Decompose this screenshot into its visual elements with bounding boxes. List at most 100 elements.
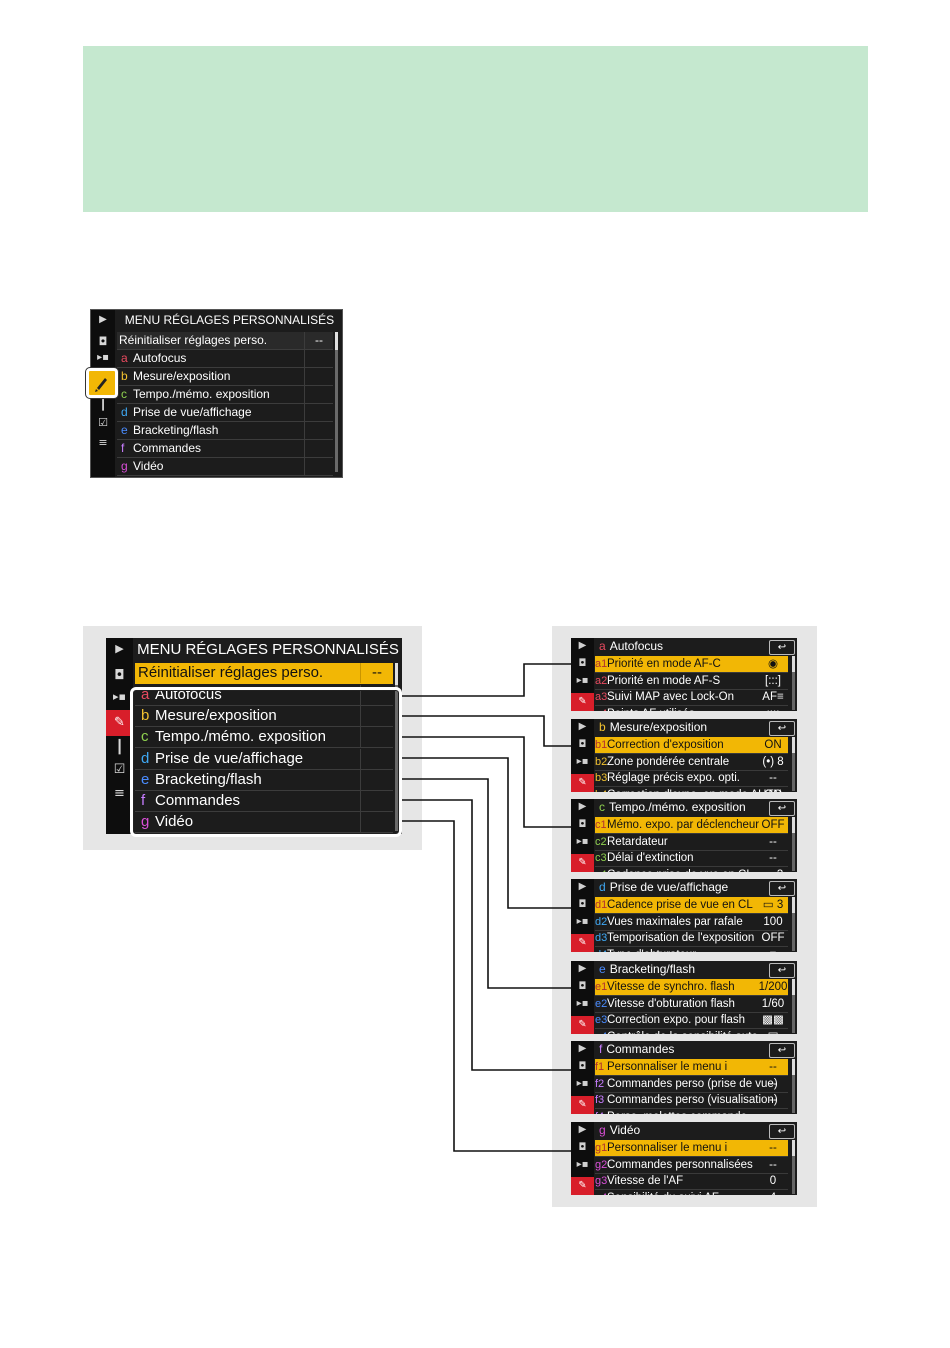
submenu-row-a2[interactable]: a2Priorité en mode AF-S[:::] — [595, 673, 788, 690]
submenu-row-c3[interactable]: c3Délai d'extinction-- — [595, 850, 788, 867]
camera-icon[interactable]: ◘ — [578, 1061, 587, 1072]
movie-icon[interactable]: ▸▪ — [576, 675, 589, 686]
submenu-row-a4[interactable]: a4Points AF utilisés:::: — [595, 706, 788, 712]
submenu-row-b3[interactable]: b3Réglage précis expo. opti.-- — [595, 770, 788, 787]
playback-icon[interactable]: ▶ — [578, 801, 587, 812]
retouch-icon-large[interactable]: ☑ — [113, 762, 126, 777]
submenu-row-b4[interactable]: b4Correction d'expo. en mode AUTOON — [595, 787, 788, 793]
back-icon[interactable]: ↩ — [769, 1124, 795, 1139]
wrench-icon[interactable]: ┃ — [99, 398, 107, 411]
playback-icon[interactable]: ▶ — [578, 881, 587, 892]
camera-icon[interactable]: ◘ — [98, 335, 108, 348]
submenu-scroll-thumb[interactable] — [792, 656, 795, 672]
submenu-row-e4[interactable]: e4Contrôle de la sensibilité auto▣ — [595, 1029, 788, 1035]
submenu-row-b2[interactable]: b2Zone pondérée centrale(•) 8 — [595, 754, 788, 771]
pencil-icon[interactable]: ✎ — [571, 854, 594, 872]
submenu-scroll-thumb[interactable] — [792, 1140, 795, 1156]
movie-icon[interactable]: ▸▪ — [576, 756, 589, 767]
movie-icon[interactable]: ▸▪ — [576, 1159, 589, 1170]
submenu-scroll-thumb[interactable] — [792, 737, 795, 753]
camera-icon[interactable]: ◘ — [578, 658, 587, 669]
movie-icon[interactable]: ▸▪ — [576, 836, 589, 847]
small-scroll-thumb[interactable] — [335, 332, 338, 350]
submenu-row-d4[interactable]: d4Type d'obturateur≡ — [595, 947, 788, 953]
submenu-row-c4[interactable]: c4Cadence prise de vue en CL▭ 3 — [595, 867, 788, 873]
pencil-icon-large[interactable]: ✎ — [106, 710, 133, 736]
submenu-row-g4[interactable]: g4Sensibilité du suivi AF4 — [595, 1190, 788, 1196]
large-reset-row[interactable]: Réinitialiser réglages perso. -- — [135, 663, 393, 684]
camera-icon[interactable]: ◘ — [578, 981, 587, 992]
back-icon[interactable]: ↩ — [769, 1043, 795, 1058]
back-icon[interactable]: ↩ — [769, 801, 795, 816]
submenu-row-c2[interactable]: c2Retardateur-- — [595, 834, 788, 851]
pencil-icon[interactable]: ✎ — [571, 1016, 594, 1034]
submenu-row-f4[interactable]: f4Perso. molettes commande-- — [595, 1109, 788, 1115]
pencil-icon[interactable]: ✎ — [571, 934, 594, 952]
back-icon[interactable]: ↩ — [769, 963, 795, 978]
movie-icon-large[interactable]: ▸▪ — [113, 690, 126, 703]
submenu-scrollbar[interactable] — [792, 897, 795, 951]
pencil-icon[interactable]: ✎ — [571, 774, 594, 792]
submenu-scrollbar[interactable] — [792, 656, 795, 710]
submenu-scroll-thumb[interactable] — [792, 979, 795, 995]
submenu-scrollbar[interactable] — [792, 1059, 795, 1113]
back-icon[interactable]: ↩ — [769, 640, 795, 655]
retouch-icon[interactable]: ☑ — [98, 416, 108, 429]
small-scrollbar[interactable] — [335, 332, 338, 472]
playback-icon[interactable]: ▶ — [578, 963, 587, 974]
pencil-icon[interactable]: ✎ — [571, 1096, 594, 1114]
back-icon[interactable]: ↩ — [769, 721, 795, 736]
wrench-icon-large[interactable]: ┃ — [115, 740, 124, 755]
playback-icon[interactable]: ▶ — [578, 640, 587, 651]
camera-icon[interactable]: ◘ — [578, 899, 587, 910]
submenu-row-a1[interactable]: a1Priorité en mode AF-C◉ — [595, 656, 788, 673]
submenu-row-e3[interactable]: e3Correction expo. pour flash▩▩ — [595, 1012, 788, 1029]
playback-icon[interactable]: ▶ — [578, 721, 587, 732]
submenu-row-g1[interactable]: g1Personnaliser le menu i-- — [595, 1140, 788, 1157]
pencil-icon[interactable] — [86, 368, 118, 398]
playback-icon[interactable]: ▶ — [578, 1124, 587, 1135]
mymenu-icon-large[interactable]: ≡ — [114, 786, 125, 801]
submenu-scroll-thumb[interactable] — [792, 897, 795, 913]
small-reset-row[interactable]: Réinitialiser réglages perso. -- — [117, 332, 333, 350]
mymenu-icon[interactable]: ≡ — [98, 436, 108, 449]
submenu-row-g2[interactable]: g2Commandes personnalisées-- — [595, 1157, 788, 1174]
submenu-scroll-thumb[interactable] — [792, 817, 795, 833]
submenu-scrollbar[interactable] — [792, 1140, 795, 1194]
large-scroll-thumb[interactable] — [395, 663, 398, 685]
submenu-scrollbar[interactable] — [792, 817, 795, 871]
movie-icon[interactable]: ▸▪ — [576, 916, 589, 927]
playback-icon-large[interactable]: ▶ — [115, 642, 124, 655]
playback-icon[interactable]: ▶ — [578, 1043, 587, 1054]
camera-icon[interactable]: ◘ — [578, 819, 587, 830]
submenu-scrollbar[interactable] — [792, 979, 795, 1033]
pencil-icon[interactable]: ✎ — [571, 693, 594, 711]
movie-icon[interactable]: ▸▪ — [576, 998, 589, 1009]
camera-icon-large[interactable]: ◘ — [114, 668, 125, 683]
movie-icon[interactable]: ▸▪ — [576, 1078, 589, 1089]
